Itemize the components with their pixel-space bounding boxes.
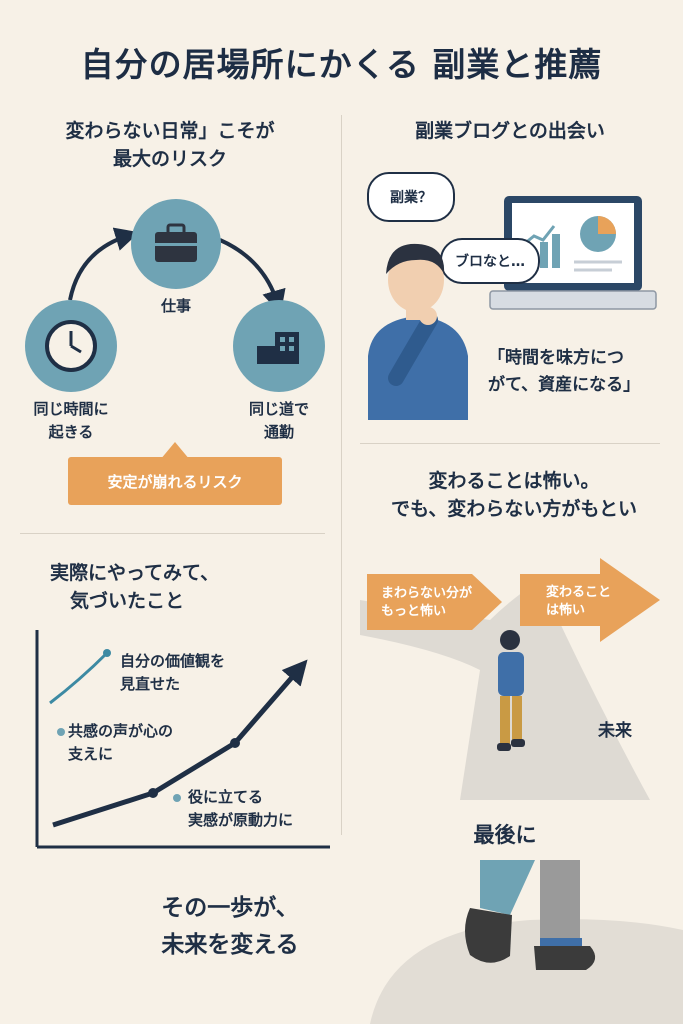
closing-line2: 未来を変える [161, 931, 299, 958]
thinking-man-illustration [368, 243, 468, 420]
note-values-line1: 自分の価値観を [120, 652, 226, 670]
note-empathy: 共感の声が心の 支えに [68, 720, 173, 767]
building-icon [257, 332, 299, 364]
closing-line1: その一歩が、 [161, 895, 299, 921]
blog-quote: 「時間を味方につ がて、資産になる」 [488, 345, 678, 399]
growth-point-2 [230, 738, 240, 748]
early-curve-point [103, 649, 111, 657]
time-label-line2: 起きる [48, 422, 94, 441]
clock-icon [45, 320, 97, 372]
commute-node [233, 300, 325, 392]
blog-quote-line1: 「時間を味方につ [488, 348, 624, 368]
blog-quote-line2: がて、資産になる」 [488, 375, 641, 396]
time-label: 同じ時間に 起きる [5, 398, 137, 443]
page-title: 自分の居場所にかくる 副業と推薦 [80, 45, 603, 84]
panel4-heading: 変わることは怖い。 でも、変わらない方がもとい [345, 468, 683, 523]
note-motivation-line1: 役に立てる [188, 788, 264, 806]
vertical-divider [341, 115, 342, 835]
commute-label-line1: 同じ道で [248, 400, 309, 418]
panel3-heading: 実際にやってみて、 気づいたこと [20, 560, 330, 615]
panel2-heading: 副業ブログとの出会い [415, 120, 605, 142]
speech-bubble-side-job: 副業？ [367, 172, 455, 222]
growth-chart [35, 630, 330, 849]
stepping-legs [465, 860, 596, 970]
risk-pointer [160, 442, 190, 460]
panel1-heading: 変わらない日常」こそが 最大のリスク [20, 118, 320, 173]
panel5-heading: 最後に [473, 823, 537, 847]
panel1-heading-line1: 変わらない日常」こそが [65, 120, 275, 142]
note-2-bullet [57, 728, 65, 736]
growth-point-1 [148, 788, 158, 798]
growth-line [52, 659, 308, 828]
stepping-feet-scene [370, 860, 683, 1024]
left-divider [20, 533, 325, 534]
path-ground [370, 919, 683, 1024]
note-motivation-line2: 実感が原動力に [188, 811, 294, 830]
panel4-heading-line2: でも、変わらない方がもとい [390, 497, 638, 520]
walking-man [497, 630, 525, 751]
commute-label: 同じ道で 通勤 [213, 398, 345, 443]
early-curve [49, 651, 109, 705]
sign-left-line1: まわらない分が [381, 586, 473, 601]
briefcase-icon [155, 223, 197, 262]
right-divider [360, 443, 660, 444]
note-values-line2: 見直せた [120, 675, 181, 694]
panel4-heading-line1: 変わることは怖い。 [428, 470, 600, 492]
panel3-heading-line1: 実際にやってみて、 [50, 562, 220, 584]
work-node [131, 199, 221, 289]
note-3-bullet [173, 794, 181, 802]
future-label: 未来 [598, 721, 632, 741]
time-node [25, 300, 117, 392]
sign-right-line1: 変わること [546, 585, 612, 600]
work-label: 仕事 [160, 297, 191, 315]
cycle-arrow-left [68, 227, 140, 301]
note-empathy-line2: 支えに [68, 745, 114, 764]
sign-right: 変わること は怖い [520, 558, 660, 642]
sign-right-text: 変わること は怖い [536, 578, 621, 625]
time-label-line1: 同じ時間に [33, 400, 109, 418]
risk-label: 安定が崩れるリスク [68, 457, 282, 505]
crossroads-scene [360, 580, 650, 800]
commute-label-line2: 通勤 [263, 422, 294, 441]
cycle-arrow-right [219, 238, 286, 315]
note-values: 自分の価値観を 見直せた [120, 650, 225, 697]
closing-message: その一歩が、 未来を変える [110, 890, 350, 964]
panel3-heading-line2: 気づいたこと [70, 589, 185, 612]
note-empathy-line1: 共感の声が心の [68, 722, 174, 740]
sign-right-line2: は怖い [546, 602, 586, 618]
routine-cycle-diagram [68, 227, 286, 315]
sign-left-text: まわらない分が もっと怖い [371, 579, 482, 626]
sign-left: まわらない分が もっと怖い [367, 574, 502, 630]
speech-bubble-blog: ブロなと… [440, 238, 540, 284]
panel1-heading-line2: 最大のリスク [112, 147, 227, 170]
note-motivation: 役に立てる 実感が原動力に [188, 786, 293, 833]
sign-left-line2: もっと怖い [381, 603, 447, 619]
